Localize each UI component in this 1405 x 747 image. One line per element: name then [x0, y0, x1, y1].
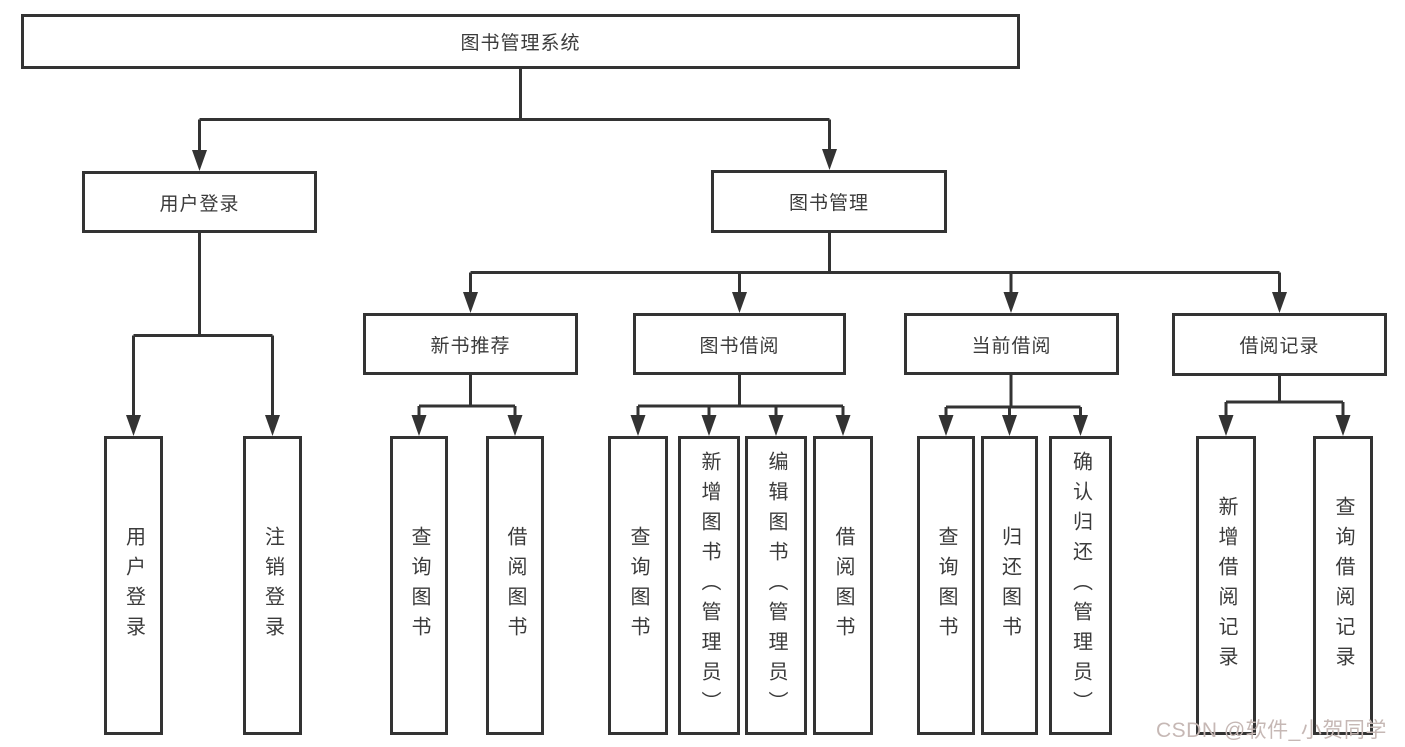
csdn-watermark: CSDN @软件_小贺同学: [1156, 719, 1387, 742]
leaf-label: 查询借阅记录: [1332, 495, 1354, 676]
leaf-edit-book-admin: 编辑图书（管理员）: [745, 436, 807, 735]
leaf-user-login: 用户登录: [104, 436, 163, 735]
node-book-borrow: 图书借阅: [633, 313, 846, 375]
leaf-return-book: 归还图书: [981, 436, 1038, 735]
node-current-borrow: 当前借阅: [904, 313, 1119, 375]
leaf-label: 查询图书: [935, 525, 957, 646]
leaf-label: 借阅图书: [832, 525, 854, 646]
leaf-label: 确认归还（管理员）: [1069, 450, 1092, 721]
leaf-logout: 注销登录: [243, 436, 302, 735]
leaf-label: 用户登录: [122, 525, 145, 646]
leaf-query-books-recommend: 查询图书: [390, 436, 448, 735]
leaf-label: 注销登录: [261, 525, 284, 646]
leaf-label: 归还图书: [998, 525, 1021, 646]
node-user-login: 用户登录: [82, 171, 317, 233]
node-borrow-records: 借阅记录: [1172, 313, 1387, 376]
leaf-label: 查询图书: [627, 525, 649, 646]
node-root: 图书管理系统: [21, 14, 1020, 69]
leaf-query-books-borrow: 查询图书: [608, 436, 668, 735]
leaf-label: 新增图书（管理员）: [698, 450, 720, 721]
node-new-book-recommend: 新书推荐: [363, 313, 578, 375]
leaf-label: 编辑图书（管理员）: [765, 450, 787, 721]
leaf-add-borrow-record: 新增借阅记录: [1196, 436, 1256, 735]
leaf-query-borrow-record: 查询借阅记录: [1313, 436, 1373, 735]
leaf-label: 新增借阅记录: [1215, 495, 1237, 676]
leaf-borrow-books: 借阅图书: [813, 436, 873, 735]
node-book-management: 图书管理: [711, 170, 947, 233]
leaf-add-book-admin: 新增图书（管理员）: [678, 436, 740, 735]
leaf-confirm-return-admin: 确认归还（管理员）: [1049, 436, 1112, 735]
leaf-label: 借阅图书: [504, 525, 526, 646]
leaf-borrow-books-recommend: 借阅图书: [486, 436, 544, 735]
leaf-label: 查询图书: [408, 525, 430, 646]
leaf-query-books-current: 查询图书: [917, 436, 975, 735]
